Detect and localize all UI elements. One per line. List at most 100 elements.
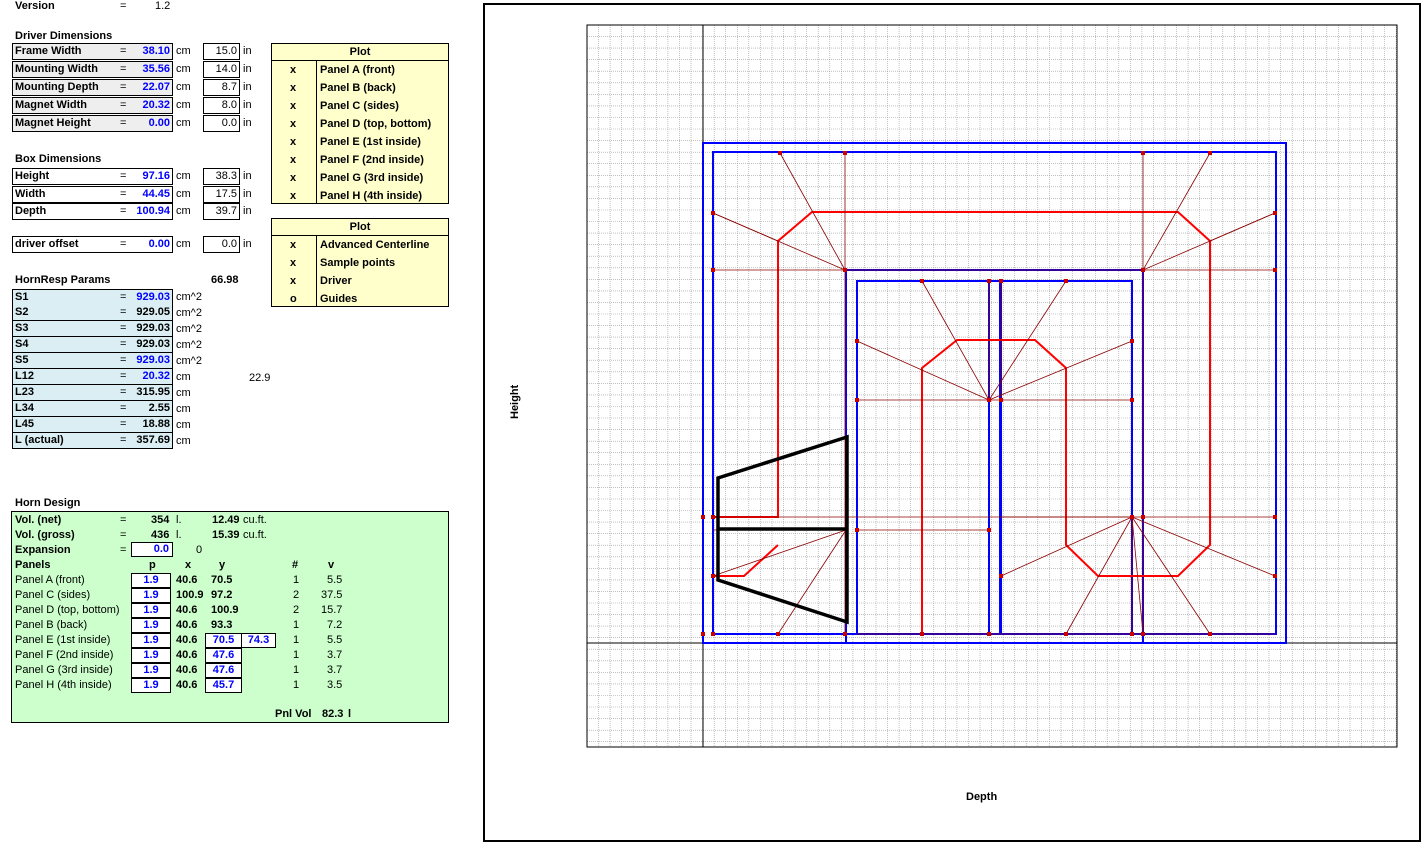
dim-inch-input[interactable]: 8.0 [203,97,240,114]
plot-toggle[interactable]: x [290,82,297,94]
expansion-input[interactable]: 0.0 [131,542,173,557]
sample-point [999,574,1003,578]
in-unit: in [243,99,252,111]
dim-inch-input[interactable]: 0.0 [203,115,240,132]
dim-inch-input[interactable]: 39.7 [203,203,240,220]
hornresp-value: 929.05 [136,306,170,318]
plot-toggle[interactable]: x [290,154,297,166]
dim-inch-input[interactable]: 14.0 [203,61,240,78]
hornresp-value[interactable]: 20.32 [142,370,170,382]
panel-thickness-input[interactable]: 1.9 [131,648,171,663]
horn-design-title: Horn Design [15,497,81,509]
plot-item-label: Driver [320,275,352,287]
panel-y-input[interactable]: 47.6 [205,648,242,663]
dim-inch-input[interactable]: 15.0 [203,43,240,60]
dim-eq: = [120,45,127,57]
hornresp-value[interactable]: 929.03 [136,291,170,303]
hornresp-unit: cm [176,371,191,383]
dim-row: Frame Width=38.10 [12,43,173,60]
plot-toggle[interactable]: x [290,118,297,130]
plot-toggle[interactable]: x [290,64,297,76]
sample-point [843,632,847,636]
plot-toggle[interactable]: x [290,257,297,269]
dim-cm-input[interactable]: 22.07 [142,81,170,93]
panel-x: 40.6 [176,634,198,646]
dim-cm-input[interactable]: 35.56 [142,63,170,75]
plot-toggle[interactable]: o [290,293,297,305]
panel-y-input[interactable]: 47.6 [205,663,242,678]
panel-thickness-input[interactable]: 1.9 [131,663,171,678]
hornresp-value[interactable]: 929.03 [136,354,170,366]
dim-cm-input[interactable]: 0.00 [148,117,170,129]
driver-offset-inch-input[interactable]: 0.0 [203,236,240,253]
cm-unit: cm [176,99,191,111]
panels-header: Panels [15,559,51,571]
plot-toggle[interactable]: x [290,100,297,112]
dim-cm-input[interactable]: 44.45 [142,188,170,200]
dim-cm-input[interactable]: 38.10 [142,45,170,57]
panel-thickness-input[interactable]: 1.9 [131,573,171,588]
panel-thickness-input[interactable]: 1.9 [131,603,171,618]
sample-point [1141,632,1145,636]
sample-point [1141,268,1145,272]
dim-cm-input[interactable]: 97.16 [142,170,170,182]
construction-line [712,212,779,242]
hornresp-eq: = [120,434,127,446]
panel-count: 2 [293,589,300,601]
hornresp-value: 929.03 [136,322,170,334]
hornresp-unit: cm [176,419,191,431]
in-unit: in [243,205,252,217]
plot-toggle[interactable]: x [290,172,297,184]
in-unit: in [243,63,252,75]
dim-cm-input[interactable]: 100.94 [136,205,170,217]
panel-thickness-input[interactable]: 1.9 [131,678,171,693]
panel-thickness-input[interactable]: 1.9 [131,618,171,633]
panel-x: 40.6 [176,574,198,586]
plot-item-label: Sample points [320,257,396,269]
dim-row: Width=44.45 [12,186,173,203]
dim-inch-input[interactable]: 17.5 [203,186,240,203]
driver-offset-input[interactable]: 0.00 [148,238,170,250]
panel-y2-input[interactable]: 74.3 [241,633,276,648]
panel-thickness-input[interactable]: 1.9 [131,633,171,648]
dim-inch-value: 38.3 [215,170,237,182]
hornresp-eq: = [120,291,127,303]
plot-item[interactable]: x Driver [272,272,448,290]
vol-gross-label: Vol. (gross) [15,529,75,541]
dim-inch-input[interactable]: 38.3 [203,168,240,185]
dim-inch-input[interactable]: 8.7 [203,79,240,96]
cm-unit: cm [176,117,191,129]
vol-gross-l-unit: l. [176,529,182,541]
plot-item[interactable]: x Sample points [272,254,448,272]
plot-toggle[interactable]: x [290,190,297,202]
hornresp-row: S2=929.05 [12,305,173,321]
dim-inch-value: 0.0 [221,117,237,129]
panel-name: Panel F (2nd inside) [15,649,114,661]
plot-toggle[interactable]: x [290,239,297,251]
vol-net-cuft-unit: cu.ft. [243,514,267,526]
dim-cm-input[interactable]: 20.32 [142,99,170,111]
plot-toggle[interactable]: x [290,275,297,287]
red-centerline [713,211,1211,634]
plot-toggle[interactable]: x [290,136,297,148]
panel-y-input[interactable]: 45.7 [205,678,242,693]
panel-thickness-input[interactable]: 1.9 [131,588,171,603]
sample-point [711,268,715,272]
hornresp-value: 929.03 [136,338,170,350]
in-unit: in [243,170,252,182]
hornresp-eq: = [120,354,127,366]
dim-row: Depth=100.94 [12,203,173,220]
driver-outline [716,434,849,625]
